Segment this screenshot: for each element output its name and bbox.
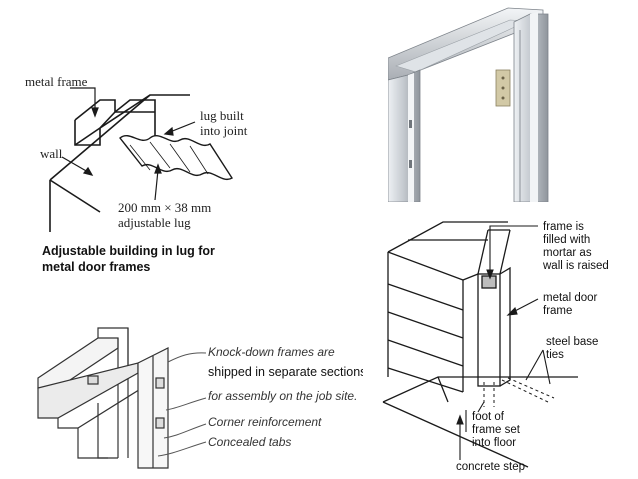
knock-down-leaders bbox=[157, 352, 207, 457]
label-adjustable-lug: adjustable lug bbox=[118, 215, 191, 230]
label-lug-built: lug built bbox=[200, 108, 244, 123]
label-concrete-step: concrete step bbox=[456, 461, 525, 473]
lug-diagram: metal frame lug built into joint wall 20… bbox=[25, 74, 248, 274]
frame-sketch bbox=[37, 327, 169, 469]
label-shipped-separate: shipped in separate sections bbox=[208, 365, 363, 379]
label-wall-is-raised: wall is raised bbox=[542, 260, 609, 272]
caption-line-2: metal door frames bbox=[42, 260, 150, 274]
door-frame-render bbox=[388, 7, 549, 202]
frame-in-wall-panel: frame is filled with mortar as wall is r… bbox=[378, 212, 636, 477]
label-metal-frame: metal frame bbox=[25, 74, 88, 89]
label-into-joint: into joint bbox=[200, 123, 248, 138]
steel-base-ties bbox=[483, 377, 555, 407]
label-knock-down-frames: Knock-down frames are bbox=[208, 345, 335, 359]
lug-diagram-panel: metal frame lug built into joint wall 20… bbox=[0, 0, 330, 290]
frame-in-wall-diagram: frame is filled with mortar as wall is r… bbox=[382, 221, 609, 473]
frame-wall-leaders bbox=[456, 225, 551, 460]
leader-lines bbox=[61, 87, 196, 201]
label-steel-base: steel base bbox=[546, 336, 598, 348]
label-filled-with: filled with bbox=[543, 234, 590, 246]
label-foot-of: foot of bbox=[472, 411, 505, 423]
label-ties: ties bbox=[546, 349, 564, 361]
wall-drawing bbox=[49, 94, 190, 232]
label-frame: frame bbox=[543, 305, 572, 317]
wall-and-frame-drawing bbox=[382, 221, 578, 468]
knock-down-frames-sketch: Knock-down frames are shipped in separat… bbox=[37, 327, 363, 469]
label-mortar-as: mortar as bbox=[543, 247, 592, 259]
label-wall: wall bbox=[40, 146, 63, 161]
caption-line-1: Adjustable building in lug for bbox=[42, 244, 215, 258]
label-corner-reinforcement: Corner reinforcement bbox=[208, 415, 322, 429]
knock-down-frames-panel: Knock-down frames are shipped in separat… bbox=[18, 318, 363, 473]
label-frame-set: frame set bbox=[472, 424, 521, 436]
adjustable-lug bbox=[119, 135, 233, 181]
label-lug-size: 200 mm × 38 mm bbox=[118, 200, 211, 215]
label-frame-is: frame is bbox=[543, 221, 584, 233]
label-concealed-tabs: Concealed tabs bbox=[208, 435, 291, 449]
label-metal-door: metal door bbox=[543, 292, 598, 304]
label-assembly-job-site: for assembly on the job site. bbox=[208, 389, 357, 403]
door-frame-render-panel bbox=[388, 0, 553, 202]
label-into-floor: into floor bbox=[472, 437, 516, 449]
